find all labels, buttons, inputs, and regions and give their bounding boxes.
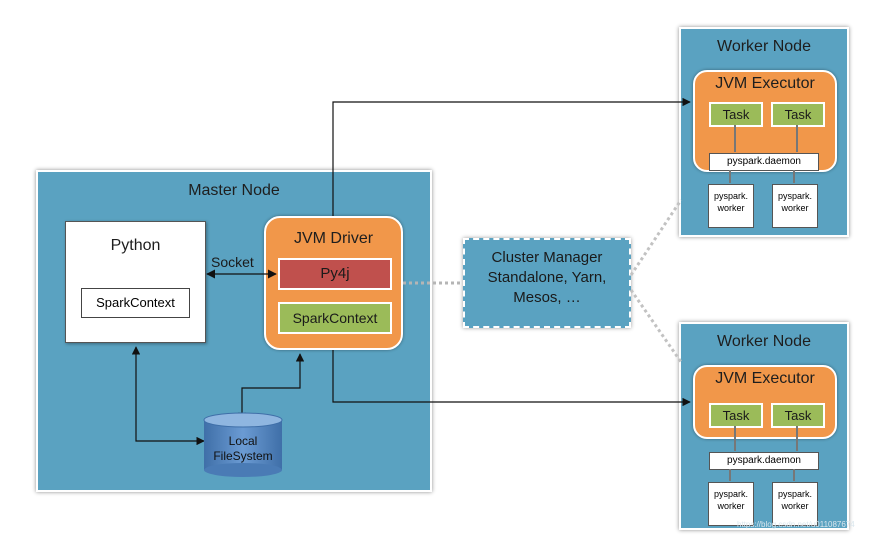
pyspark-worker: pyspark. worker — [708, 482, 754, 526]
python-title: Python — [110, 237, 161, 254]
worker-node: Worker Node JVM Executor Task Task pyspa… — [679, 322, 855, 530]
task-box: Task — [709, 102, 763, 127]
pyspark-worker: pyspark. worker — [708, 184, 754, 228]
pyspark-worker-label: pyspark. — [713, 191, 748, 201]
cluster-manager-title: Cluster Manager — [491, 249, 603, 266]
jvm-executor-title: JVM Executor — [715, 370, 815, 387]
filesystem-label-line2: FileSystem — [213, 449, 273, 463]
socket-label: Socket — [211, 254, 254, 270]
driver-to-worker2-arrow — [332, 350, 691, 407]
pyspark-worker-label: pyspark. — [713, 489, 748, 499]
master-node-title: Master Node — [188, 182, 280, 199]
filesystem-label-line1: Local — [228, 434, 258, 448]
driver-filesystem-arrow — [237, 353, 305, 421]
cluster-manager-types-more: Mesos, … — [513, 289, 581, 306]
pyspark-worker-label: pyspark. — [777, 489, 812, 499]
pyspark-worker: pyspark. worker — [772, 184, 818, 228]
cluster-manager-types: Standalone, Yarn, — [487, 269, 607, 286]
py4j-box: Py4j — [278, 258, 392, 290]
pyspark-daemon: pyspark.daemon — [709, 452, 819, 470]
watermark-text: https://blog.csdn.net/u011087674 — [737, 520, 855, 529]
python-sparkcontext: SparkContext — [81, 288, 190, 318]
pyspark-worker-label: worker — [717, 203, 745, 213]
cm-worker2-link — [629, 289, 683, 363]
worker-node: Worker Node JVM Executor Task Task pyspa… — [679, 27, 849, 237]
pyspark-daemon: pyspark.daemon — [709, 153, 819, 171]
driver-to-worker1-arrow — [332, 97, 691, 216]
jvm-driver-title: JVM Driver — [293, 230, 374, 247]
jvm-executor: JVM Executor Task Task — [693, 365, 837, 439]
pyspark-worker-label: worker — [781, 501, 809, 511]
cm-worker1-link — [629, 199, 683, 276]
worker-node-title: Worker Node — [717, 333, 811, 350]
driver-sparkcontext: SparkContext — [278, 302, 392, 334]
pyspark-worker-label: pyspark. — [777, 191, 812, 201]
jvm-executor-title: JVM Executor — [715, 75, 815, 92]
worker-node-title: Worker Node — [717, 38, 811, 55]
cluster-manager: Cluster Manager Standalone, Yarn, Mesos,… — [463, 238, 631, 328]
pyspark-worker-label: worker — [781, 203, 809, 213]
disk-bottom — [204, 463, 282, 477]
local-filesystem-disk — [203, 412, 283, 477]
python-process: Python SparkContext — [65, 221, 206, 343]
disk-top — [203, 412, 283, 428]
jvm-driver: JVM Driver Py4j SparkContext — [264, 216, 403, 350]
local-filesystem: Local FileSystem — [204, 434, 282, 464]
pyspark-worker-label: worker — [717, 501, 745, 511]
python-filesystem-arrow — [131, 346, 205, 446]
disk-body — [204, 420, 282, 470]
pyspark-worker: pyspark. worker — [772, 482, 818, 526]
